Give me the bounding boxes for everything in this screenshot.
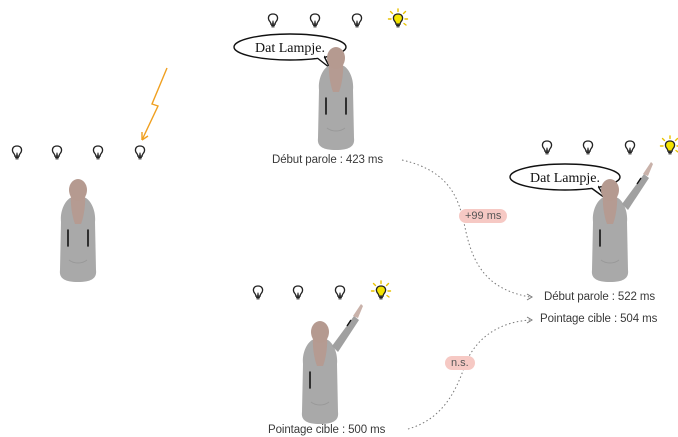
pointing-difference-badge: n.s. <box>445 356 475 370</box>
speech-onset-connector <box>401 159 531 298</box>
pointing-connector <box>407 319 531 430</box>
lightbulb-icon <box>267 13 279 28</box>
person-figure <box>59 178 97 283</box>
lightbulb-icon <box>51 145 63 160</box>
lightbulb-icon <box>252 285 264 300</box>
speech-text-top: Dat Lampje. <box>255 41 325 56</box>
lightbulb-icon <box>582 140 594 155</box>
lit-lightbulb-icon <box>370 280 392 300</box>
top-speech-onset-label: Début parole : 423 ms <box>272 154 384 166</box>
lightbulb-icon <box>624 140 636 155</box>
bulb-row-top <box>267 8 409 28</box>
lit-lightbulb-icon <box>659 135 678 155</box>
pointing-person-figure <box>301 303 364 425</box>
lightbulb-icon <box>92 145 104 160</box>
bulb-row-left <box>11 145 146 160</box>
lightbulb-icon <box>334 285 346 300</box>
bottom-pointing-label: Pointage cible : 500 ms <box>268 424 386 436</box>
lightning-icon <box>141 67 168 141</box>
lightbulb-icon <box>351 13 363 28</box>
arrowhead <box>526 316 533 324</box>
speech-text-right: Dat Lampje. <box>530 171 600 186</box>
right-speech-onset-label: Début parole : 522 ms <box>544 291 656 303</box>
bulb-row-bottom <box>252 280 392 300</box>
arrowhead <box>526 293 533 301</box>
lit-lightbulb-icon <box>387 8 409 28</box>
lightbulb-icon <box>11 145 23 160</box>
right-pointing-label: Pointage cible : 504 ms <box>540 313 658 325</box>
speech-difference-badge: +99 ms <box>459 209 508 223</box>
speech-bubble-top: Dat Lampje. <box>233 33 347 69</box>
bulb-row-right <box>541 135 678 155</box>
lightbulb-icon <box>541 140 553 155</box>
lightbulb-icon <box>292 285 304 300</box>
speech-bubble-right: Dat Lampje. <box>509 163 621 199</box>
lightbulb-icon <box>134 145 146 160</box>
lightbulb-icon <box>309 13 321 28</box>
